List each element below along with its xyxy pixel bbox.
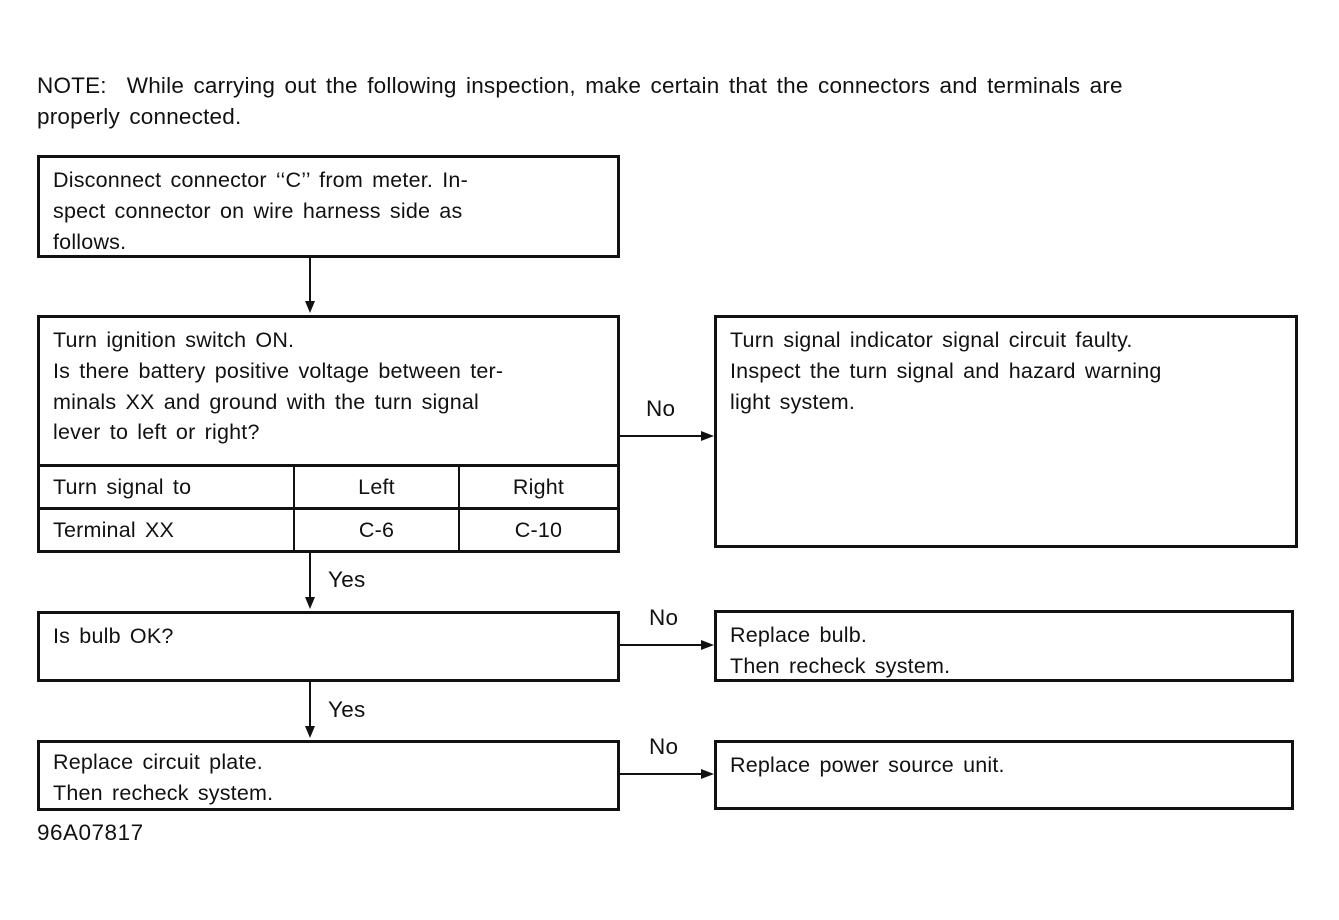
- terminal-table: Turn signal to Left Right Terminal XX C-…: [40, 464, 617, 550]
- result1-line: Inspect the turn signal and hazard warni…: [730, 358, 1162, 383]
- table-cell: Terminal XX: [40, 510, 295, 550]
- connector-line: [620, 644, 704, 646]
- yes-label: Yes: [328, 567, 366, 592]
- connector-line: [620, 435, 704, 437]
- table-cell: Right: [512, 474, 565, 499]
- step2-line: lever to left or right?: [53, 420, 260, 445]
- arrow-down-icon: [305, 597, 315, 609]
- box-replace-power-source-unit: Replace power source unit.: [714, 740, 1294, 810]
- step4-line: Replace circuit plate.: [53, 750, 263, 774]
- table-cell: C-6: [295, 510, 460, 550]
- box-ignition-voltage-check: Turn ignition switch ON. Is there batter…: [37, 315, 620, 553]
- yes-label: Yes: [328, 697, 366, 722]
- step2-line: minals XX and ground with the turn signa…: [53, 389, 479, 414]
- box-bulb-check: Is bulb OK?: [37, 611, 620, 682]
- no-label: No: [649, 734, 679, 759]
- result2-line: Then recheck system.: [730, 653, 951, 678]
- note-label: NOTE:: [37, 73, 107, 98]
- result2-line: Replace bulb.: [730, 623, 868, 647]
- table-cell: Turn signal to: [40, 467, 295, 507]
- note-text: NOTE: While carrying out the following in…: [37, 70, 1309, 132]
- step1-line: spect connector on wire harness side as: [53, 198, 463, 223]
- note-line-1: While carrying out the following inspect…: [126, 73, 1123, 98]
- result1-line: Turn signal indicator signal circuit fau…: [730, 328, 1133, 352]
- no-label: No: [649, 605, 679, 630]
- connector-line: [309, 682, 311, 727]
- box-disconnect-connector: Disconnect connector ‘‘C’’ from meter. I…: [37, 155, 620, 258]
- connector-line: [620, 773, 704, 775]
- arrow-right-icon: [701, 769, 714, 779]
- result1-line: light system.: [730, 389, 856, 414]
- table-row: Terminal XX C-6 C-10: [40, 510, 617, 550]
- arrow-down-icon: [305, 726, 315, 738]
- arrow-right-icon: [701, 431, 714, 441]
- box-turn-signal-circuit-faulty: Turn signal indicator signal circuit fau…: [714, 315, 1298, 548]
- arrow-right-icon: [701, 640, 714, 650]
- arrow-down-icon: [305, 301, 315, 313]
- figure-code: 96A07817: [37, 820, 144, 845]
- box-replace-bulb: Replace bulb. Then recheck system.: [714, 610, 1294, 682]
- result3-line: Replace power source unit.: [730, 753, 1005, 777]
- step2-line: Is there battery positive voltage betwee…: [53, 358, 504, 383]
- step1-line: follows.: [53, 229, 127, 254]
- step3-line: Is bulb OK?: [53, 624, 174, 648]
- no-label: No: [646, 396, 676, 421]
- box-replace-circuit-plate: Replace circuit plate. Then recheck syst…: [37, 740, 620, 811]
- connector-line: [309, 553, 311, 598]
- table-row: Turn signal to Left Right: [40, 467, 617, 510]
- table-cell: Left: [295, 467, 460, 507]
- connector-line: [309, 258, 311, 302]
- table-cell: C-10: [514, 517, 563, 542]
- step1-line: Disconnect connector ‘‘C’’ from meter. I…: [53, 168, 468, 192]
- note-line-2: properly connected.: [37, 104, 242, 129]
- step2-line: Turn ignition switch ON.: [53, 328, 295, 352]
- step4-line: Then recheck system.: [53, 780, 274, 805]
